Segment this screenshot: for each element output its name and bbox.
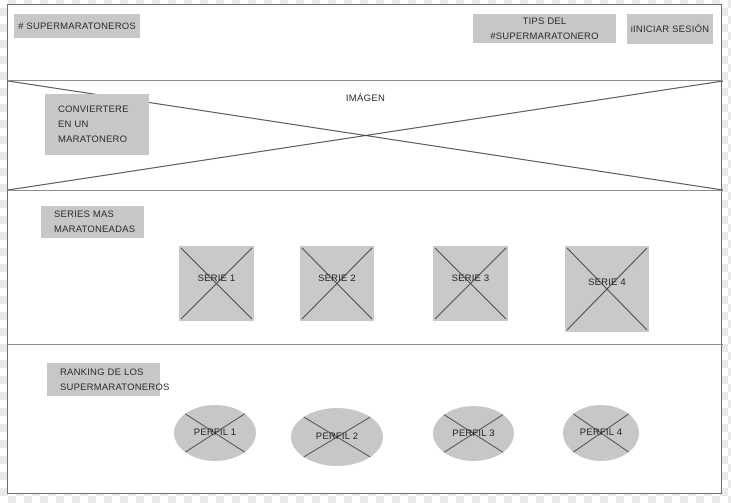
perfil-2-label: PERFIL 2 <box>315 430 359 442</box>
serie-1-card[interactable]: SERIE 1 <box>179 246 254 321</box>
series-section-title-box: SERIES MAS MARATONEADAS <box>41 206 144 238</box>
serie-2-label: SERIE 2 <box>318 273 356 284</box>
perfil-4-avatar[interactable]: PERFIL 4 <box>563 405 639 461</box>
serie-4-label: SERIE 4 <box>588 276 626 288</box>
perfil-3-label: PERFIL 3 <box>452 427 495 439</box>
hero-image-placeholder: IMÁGEN CONVIERTERE EN UN MARATONERO <box>8 81 723 190</box>
hero-cta-label: CONVIERTERE EN UN MARATONERO <box>58 104 129 145</box>
series-separator <box>8 344 723 345</box>
perfil-4-label: PERFIL 4 <box>579 426 623 438</box>
page-canvas: # SUPERMARATONEROS TIPS DEL #SUPERMARATO… <box>7 4 723 494</box>
image-placeholder-x-icon <box>565 246 649 332</box>
perfil-2-avatar[interactable]: PERFIL 2 <box>291 408 383 466</box>
perfil-1-label: PERFIL 1 <box>193 426 237 438</box>
image-placeholder-x-icon <box>291 408 383 466</box>
login-button[interactable]: iINICIAR SESIÓN <box>627 14 713 44</box>
hero-image-label: IMÁGEN <box>345 93 386 104</box>
header-separator <box>8 80 723 81</box>
image-placeholder-x-icon <box>174 405 256 461</box>
image-placeholder-x-icon <box>433 406 514 461</box>
image-placeholder-x-icon <box>563 405 639 461</box>
serie-4-card[interactable]: SERIE 4 <box>565 246 649 332</box>
series-section-title: SERIES MAS MARATONEADAS <box>54 209 136 235</box>
perfil-3-avatar[interactable]: PERFIL 3 <box>433 406 514 461</box>
serie-3-card[interactable]: SERIE 3 <box>433 246 508 321</box>
hero-cta-button[interactable]: CONVIERTERE EN UN MARATONERO <box>45 94 149 155</box>
brand-label: # SUPERMARATONEROS <box>18 20 136 32</box>
serie-1-label: SERIE 1 <box>197 273 236 284</box>
tips-button[interactable]: TIPS DEL #SUPERMARATONERO <box>473 14 616 43</box>
tips-button-label: TIPS DEL #SUPERMARATONERO <box>490 15 599 42</box>
serie-2-card[interactable]: SERIE 2 <box>300 246 374 321</box>
serie-3-label: SERIE 3 <box>451 273 490 284</box>
image-placeholder-x-icon <box>433 246 508 321</box>
perfil-1-avatar[interactable]: PERFIL 1 <box>174 405 256 461</box>
ranking-section-title-box: RANKING DE LOS SUPERMARATONEROS <box>47 363 169 396</box>
image-placeholder-x-icon <box>300 246 374 321</box>
brand-button[interactable]: # SUPERMARATONEROS <box>14 14 140 38</box>
hero-separator <box>8 190 723 191</box>
image-placeholder-x-icon <box>179 246 254 321</box>
login-button-label: iINICIAR SESIÓN <box>630 23 710 35</box>
ranking-section-title: RANKING DE LOS SUPERMARATONEROS <box>60 366 170 393</box>
